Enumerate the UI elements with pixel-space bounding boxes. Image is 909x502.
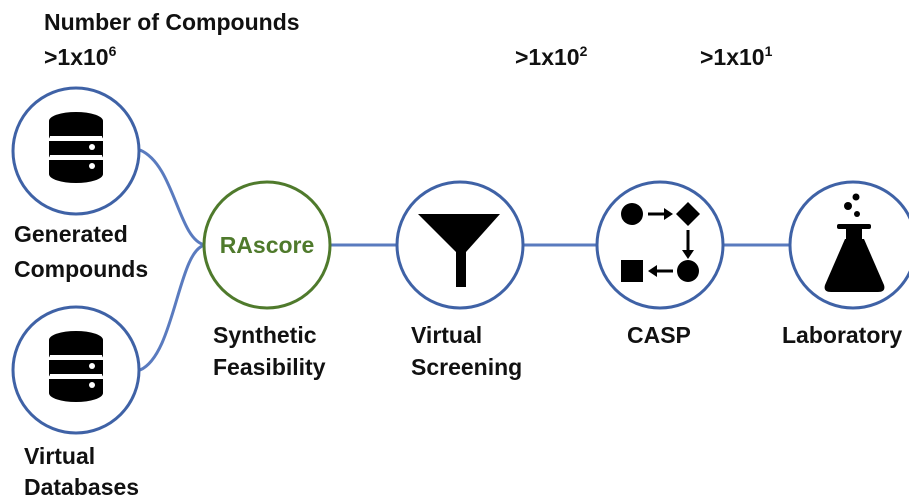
label-line: Virtual <box>411 322 483 348</box>
laboratory-node <box>788 180 909 310</box>
label-line: Generated <box>14 221 128 247</box>
database-icon <box>49 112 103 183</box>
connector-databases-to-rascore <box>139 243 206 372</box>
reaction-workflow-icon <box>621 202 700 282</box>
count-exponent: 1 <box>764 43 773 59</box>
label-line: Databases <box>24 474 140 500</box>
count-base: >1x10 <box>515 44 580 70</box>
count-exponent: 6 <box>108 43 117 59</box>
generated-compounds-node <box>11 86 141 216</box>
count-exponent: 2 <box>579 43 588 59</box>
label-line: Feasibility <box>213 354 326 380</box>
connector-generated-to-rascore <box>139 148 206 247</box>
virtual-databases-node <box>11 305 141 435</box>
count-after-casp: >1x101 <box>700 42 772 72</box>
casp-label: CASP <box>627 322 691 348</box>
count-after-screening: >1x102 <box>515 42 587 72</box>
flask-icon <box>824 193 885 292</box>
connectors <box>139 148 789 372</box>
rascore-node <box>202 180 332 310</box>
count-base: >1x10 <box>44 44 109 70</box>
header-title: Number of Compounds <box>44 9 300 35</box>
count-base: >1x10 <box>700 44 765 70</box>
laboratory-label: Laboratory <box>782 322 903 348</box>
label-line: Synthetic <box>213 322 317 348</box>
funnel-icon <box>418 214 500 287</box>
rascore-label: RAscore <box>219 232 315 258</box>
casp-node <box>595 180 725 310</box>
label-line: Screening <box>411 354 523 380</box>
database-icon <box>49 331 103 402</box>
virtual-screening-node <box>395 180 525 310</box>
label-line: Compounds <box>14 256 149 282</box>
count-generated: >1x106 <box>44 42 116 72</box>
label-line: Virtual <box>24 443 96 469</box>
